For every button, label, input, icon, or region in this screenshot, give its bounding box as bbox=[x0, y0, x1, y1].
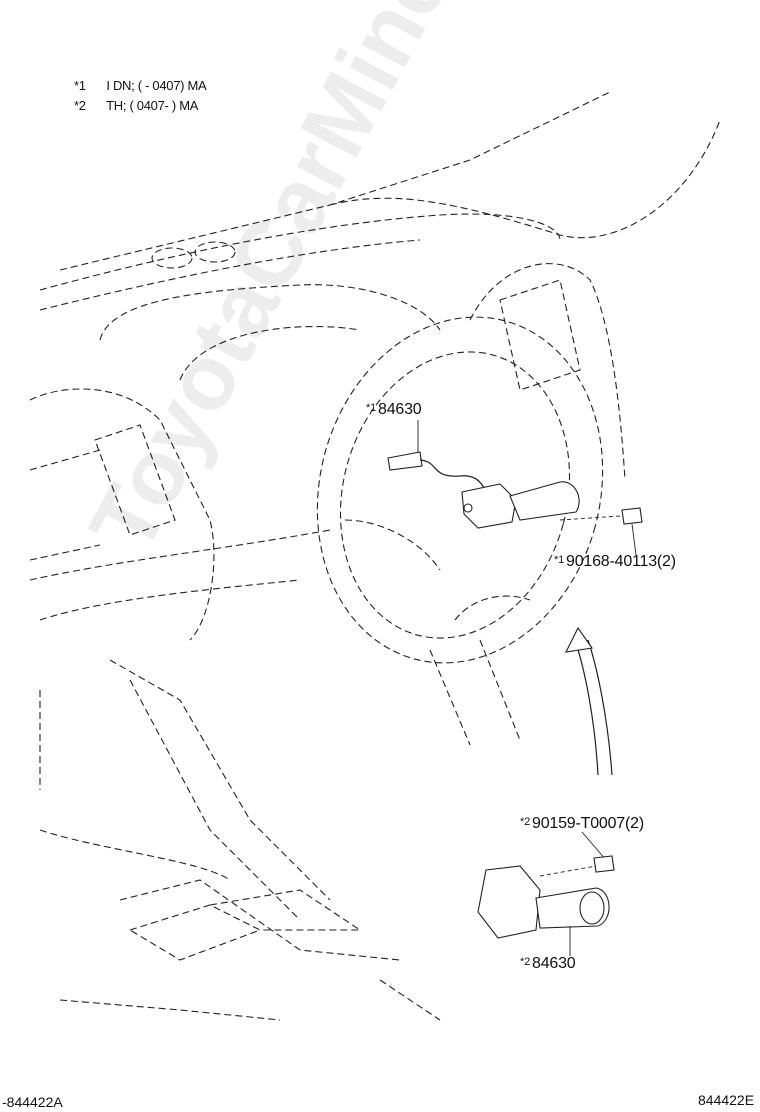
note-2: *2 TH; ( 0407- ) MA bbox=[74, 98, 198, 113]
note-1-text: I DN; ( - 0407) MA bbox=[106, 78, 207, 93]
steering-wheel-inner bbox=[339, 351, 571, 639]
footer-right-code: 844422E bbox=[698, 1092, 755, 1108]
steering-spoke-left bbox=[344, 519, 441, 571]
callout-top-switch-part: 84630 bbox=[378, 401, 422, 418]
callout-top-screw-mark: *1 bbox=[554, 554, 564, 566]
cluster-hood bbox=[99, 284, 441, 341]
footer-left-code: -844422A bbox=[2, 1094, 63, 1110]
cluster-hood-lower bbox=[179, 326, 361, 381]
leader-top-screw-dash bbox=[559, 515, 621, 521]
switch-lever-top bbox=[509, 481, 580, 521]
connector-plug bbox=[387, 451, 423, 471]
center-console bbox=[109, 659, 331, 921]
callout-bottom-switch-part: 84630 bbox=[532, 955, 576, 972]
note-1-mark: *1 bbox=[74, 78, 86, 93]
callout-top-switch-mark: *1 bbox=[366, 402, 376, 414]
bottom-screw-guide bbox=[539, 865, 597, 877]
vent-left bbox=[151, 247, 193, 269]
note-1: *1 I DN; ( - 0407) MA bbox=[74, 78, 207, 93]
steering-column bbox=[429, 639, 521, 746]
leader-bottom-screw bbox=[581, 831, 607, 861]
vent-right bbox=[194, 241, 236, 263]
callout-bottom-screw-part: 90159-T0007(2) bbox=[532, 815, 644, 832]
arrow-shaft bbox=[574, 639, 613, 776]
callout-bottom-switch-mark: *2 bbox=[520, 956, 530, 968]
dash-mid-line bbox=[29, 449, 331, 581]
top-screw-icon bbox=[621, 507, 643, 525]
center-panel bbox=[29, 388, 215, 641]
switch-body-bottom bbox=[477, 865, 541, 939]
dash-upper-line bbox=[39, 239, 421, 311]
dash-top-edge bbox=[39, 213, 561, 291]
floor-outline bbox=[39, 690, 401, 961]
floor-edge bbox=[59, 979, 441, 1021]
steering-wheel-outer bbox=[316, 316, 604, 664]
switch-body-top bbox=[461, 483, 517, 529]
note-2-mark: *2 bbox=[74, 98, 86, 113]
dash-lower-line bbox=[39, 579, 301, 621]
right-vent bbox=[499, 279, 581, 391]
bottom-screw-icon bbox=[593, 855, 615, 873]
callout-bottom-screw-mark: *2 bbox=[520, 816, 530, 828]
console-box bbox=[128, 889, 362, 961]
callout-top-screw-part: 90168-40113(2) bbox=[566, 553, 676, 570]
steering-spoke-lower bbox=[454, 595, 531, 621]
leader-top-screw bbox=[631, 523, 637, 556]
switch-harness bbox=[419, 459, 487, 495]
right-pillar bbox=[469, 263, 626, 481]
arrow-head bbox=[565, 626, 593, 653]
switch-mount-hole bbox=[463, 503, 473, 513]
center-vent bbox=[94, 424, 176, 536]
windshield-outline bbox=[59, 91, 721, 271]
lever-tip bbox=[579, 891, 605, 925]
note-2-text: TH; ( 0407- ) MA bbox=[106, 98, 199, 113]
